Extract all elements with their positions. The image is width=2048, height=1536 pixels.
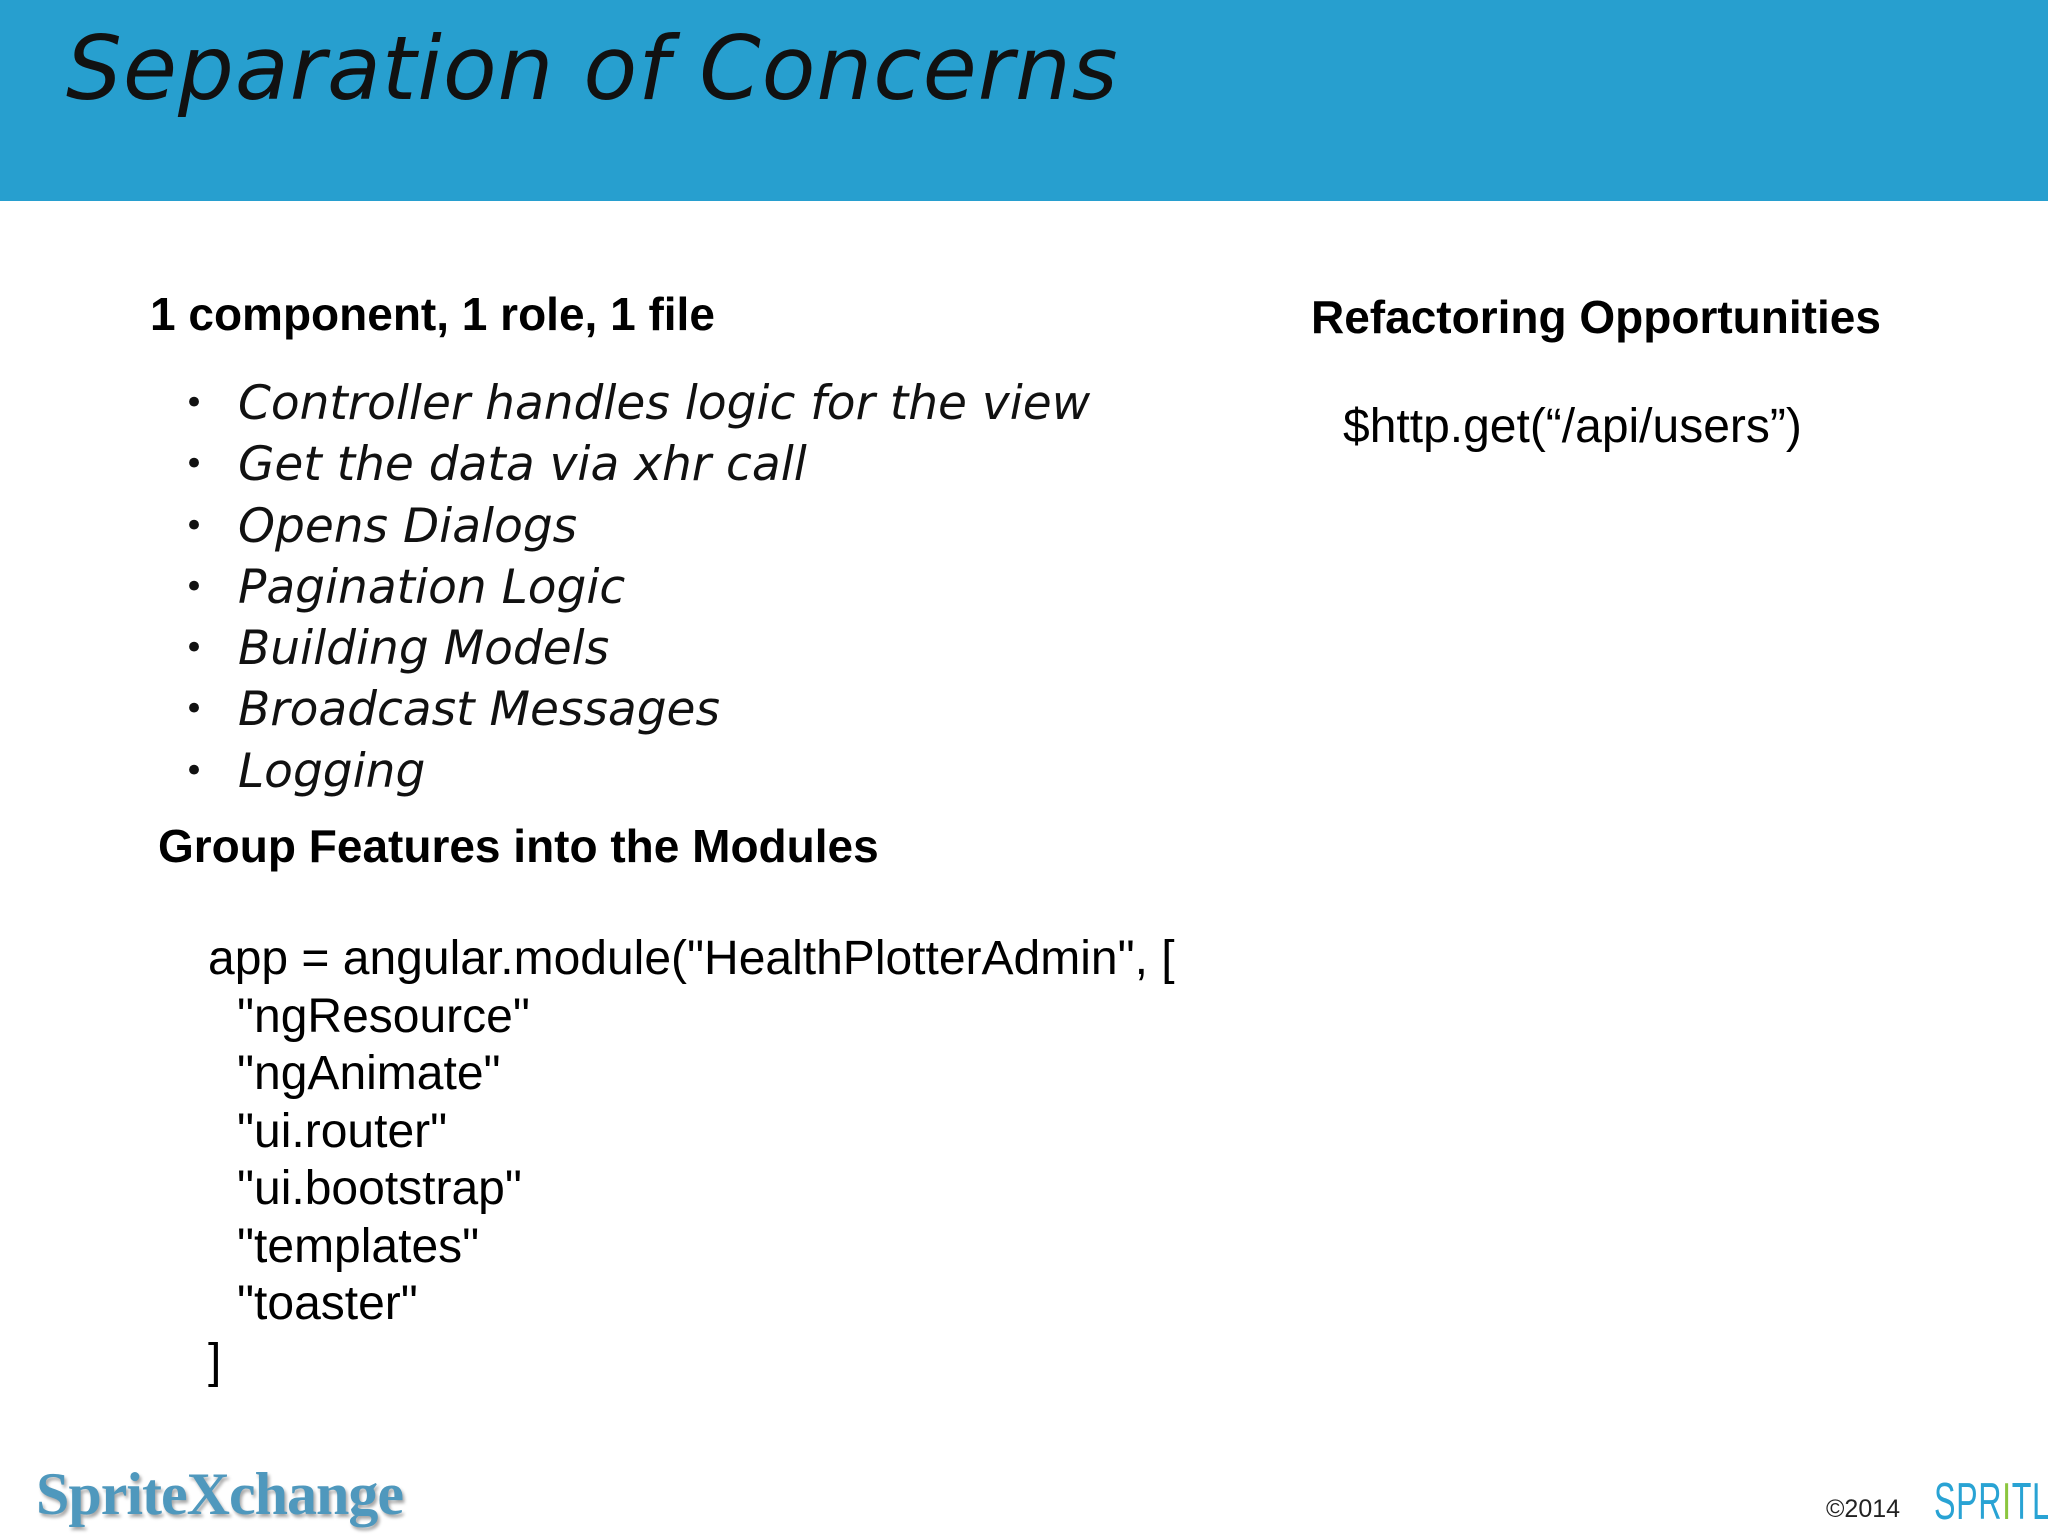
list-item-text: Pagination Logic <box>238 559 626 615</box>
bullet-icon: • <box>184 566 205 607</box>
component-heading: 1 component, 1 role, 1 file <box>150 288 715 340</box>
list-item-text: Controller handles logic for the view <box>238 376 1091 431</box>
list-item-text: Get the data via xhr call <box>238 437 807 493</box>
list-item-text: Broadcast Messages <box>238 682 720 738</box>
code-line: "toaster" <box>237 1277 418 1330</box>
code-line: "ui.router" <box>237 1104 448 1158</box>
bullet-icon: • <box>184 689 205 730</box>
code-line: "ngAnimate" <box>237 1047 501 1100</box>
spritexchange-logo: SpriteXchange <box>36 1461 404 1527</box>
code-line: "templates" <box>237 1219 480 1273</box>
copyright-text: ©2014 <box>1826 1495 1901 1523</box>
bullet-icon: • <box>184 383 205 423</box>
http-get-snippet: $http.get(“/api/users”) <box>1343 400 1802 453</box>
refactoring-heading: Refactoring Opportunities <box>1311 291 1881 343</box>
list-item-text: Opens Dialogs <box>238 498 578 554</box>
bullet-icon: • <box>184 444 205 485</box>
brand-start: SPR <box>1934 1473 2003 1531</box>
bullet-icon: • <box>184 505 205 546</box>
brand-end: TLE <box>2011 1473 2048 1531</box>
header-band <box>0 0 2048 201</box>
bullet-icon: • <box>184 750 205 791</box>
module-code-block: app = angular.module("HealthPlotterAdmin… <box>208 930 1175 1390</box>
code-line: ] <box>208 1334 222 1388</box>
bullet-icon: • <box>184 628 205 669</box>
list-item-text: Building Models <box>238 621 610 677</box>
list-item-text: Logging <box>238 743 426 799</box>
code-line: "ngResource" <box>237 989 530 1043</box>
slide-title: Separation of Concerns <box>66 17 1119 120</box>
code-line: app = angular.module("HealthPlotterAdmin… <box>208 932 1175 985</box>
modules-heading: Group Features into the Modules <box>158 820 879 872</box>
brand-accent: I <box>2002 1473 2012 1531</box>
code-line: "ui.bootstrap" <box>237 1162 522 1215</box>
spritle-logo: SPRITLE <box>1934 1474 2048 1530</box>
